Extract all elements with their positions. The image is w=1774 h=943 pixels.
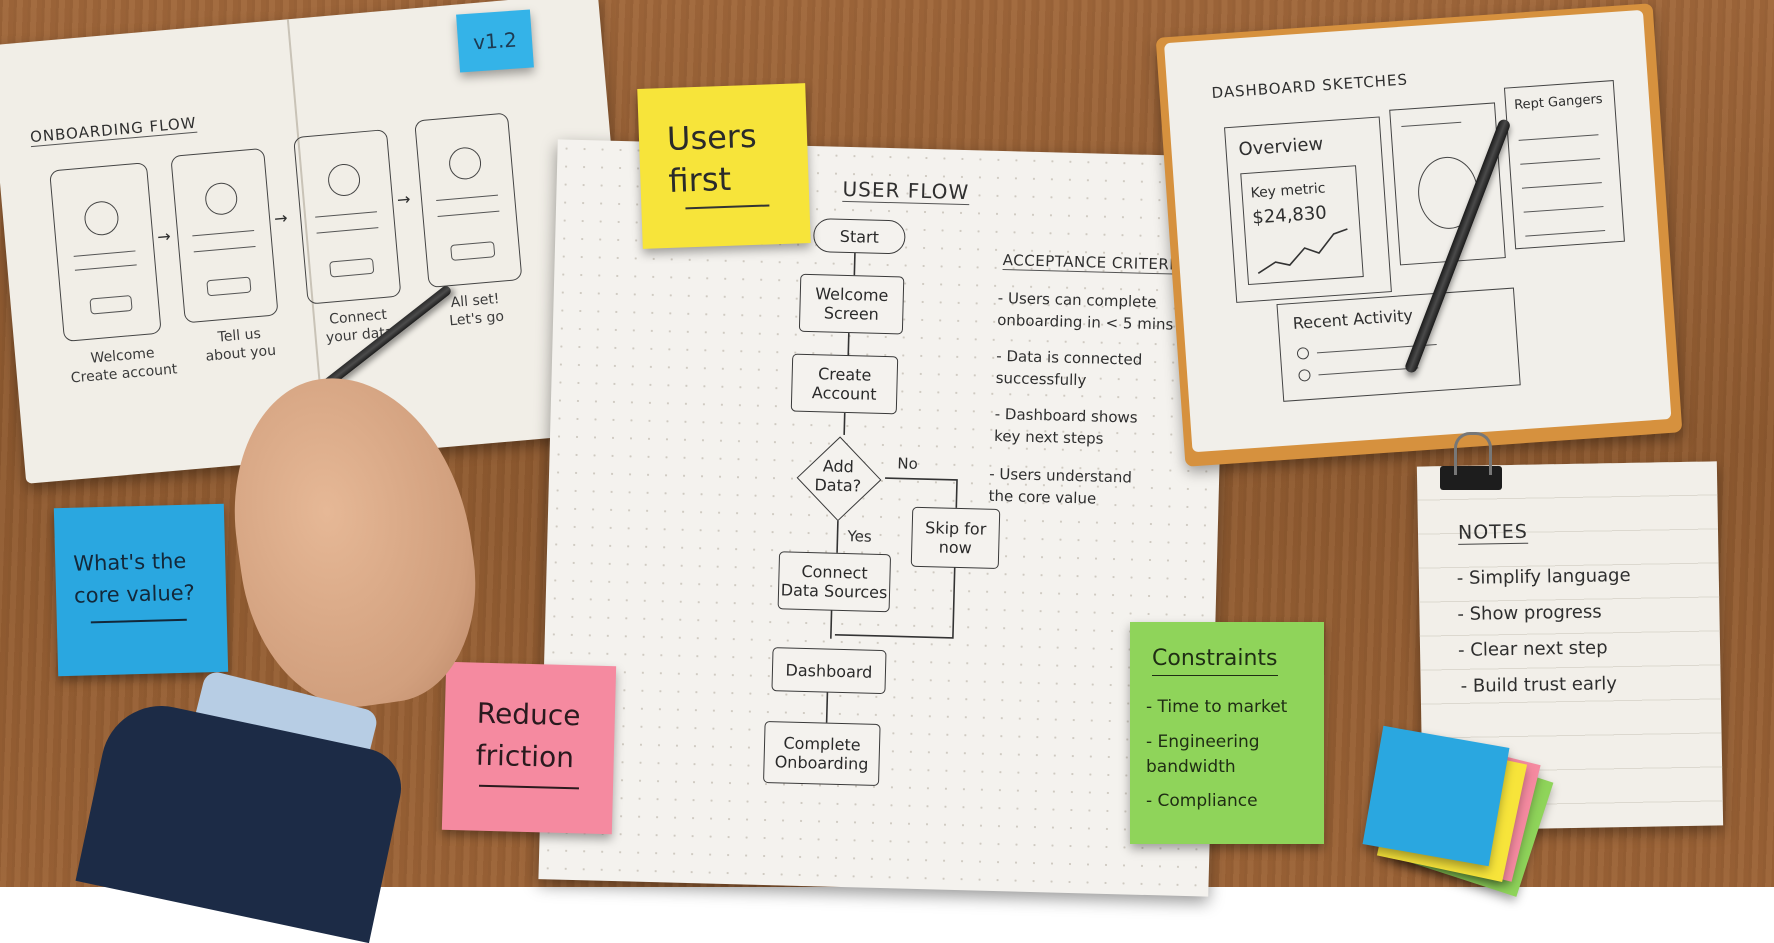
notes-title: NOTES xyxy=(1457,520,1529,545)
sketch-button xyxy=(206,276,252,297)
flow-node-complete: Complete Onboarding xyxy=(763,720,881,786)
avatar-icon xyxy=(326,162,362,198)
activity-bullet-icon xyxy=(1296,346,1310,360)
phone-sketch-welcome xyxy=(49,162,162,342)
constraint-item: - Compliance xyxy=(1146,791,1258,811)
phone-sketch-profile xyxy=(170,147,279,324)
notes-item: - Clear next step xyxy=(1457,637,1608,661)
flow-node-start: Start xyxy=(812,218,906,255)
key-metric-label: Key metric xyxy=(1250,180,1327,202)
chart-panel xyxy=(1389,102,1506,266)
avatar-icon xyxy=(447,146,483,181)
acceptance-item: - Users understand the core value xyxy=(988,464,1133,508)
version-tag-label: v1.2 xyxy=(472,27,518,55)
phone-sketch-connect xyxy=(293,129,402,305)
sketch-line xyxy=(193,245,256,253)
binder-clip-wire xyxy=(1454,432,1492,475)
onboarding-flow-title: ONBOARDING FLOW xyxy=(29,113,198,148)
sticky-pad-blue xyxy=(1362,725,1510,867)
sketch-line xyxy=(316,227,379,234)
user-flow-sheet: USER FLOW Start Welcome Screen Create Ac… xyxy=(538,139,1228,897)
acceptance-item: - Dashboard shows key next steps xyxy=(993,404,1138,448)
acceptance-item: - Data is connected successfully xyxy=(995,346,1143,390)
sticky-constraints: Constraints - Time to market - Engineeri… xyxy=(1130,622,1324,844)
overview-panel: Overview Key metric $24,830 xyxy=(1224,116,1392,303)
sticky-core-value-text: What's the core value? xyxy=(72,548,196,608)
arrow-icon: → xyxy=(156,226,172,247)
checkbox-row xyxy=(1522,196,1604,213)
constraint-item: - Time to market xyxy=(1146,697,1288,717)
notes-item: - Show progress xyxy=(1457,601,1602,625)
sketch-button xyxy=(329,257,375,278)
constraints-title: Constraints xyxy=(1152,646,1278,676)
sketch-line xyxy=(1401,121,1462,127)
no-branch-label: No xyxy=(897,454,919,473)
sketch-button xyxy=(450,241,496,261)
checklist-panel: Rept Gangers xyxy=(1503,80,1625,250)
dashboard-page: DASHBOARD SKETCHES Overview Key metric $… xyxy=(1164,9,1672,453)
sketch-line xyxy=(1318,367,1419,376)
avatar-icon xyxy=(203,181,239,217)
trend-line-icon xyxy=(1257,228,1348,274)
flow-node-connect-data: Connect Data Sources xyxy=(777,551,892,613)
flow-node-dashboard: Dashboard xyxy=(771,647,887,695)
screen-caption: Tell us about you xyxy=(204,325,277,365)
decision-label: Add Data? xyxy=(814,456,862,496)
notes-item: - Build trust early xyxy=(1460,673,1618,697)
underline xyxy=(90,618,187,624)
overview-title: Overview xyxy=(1237,133,1324,161)
sticky-reduce-friction-text: Reduce friction xyxy=(475,696,581,775)
sketch-line xyxy=(436,194,499,202)
acceptance-item: - Users can complete onboarding in < 5 m… xyxy=(996,288,1174,334)
dashboard-notebook: DASHBOARD SKETCHES Overview Key metric $… xyxy=(1155,3,1683,467)
phone-sketch-done xyxy=(414,112,523,289)
checkbox-row xyxy=(1519,148,1601,165)
sticky-users-first: Users first xyxy=(637,83,811,249)
sketch-button xyxy=(89,294,133,315)
checkbox-row xyxy=(1524,220,1606,237)
sketch-line xyxy=(192,230,255,237)
notes-item: - Simplify language xyxy=(1456,564,1631,589)
sticky-reduce-friction: Reduce friction xyxy=(441,661,617,835)
flow-node-create-account: Create Account xyxy=(790,353,899,415)
key-metric-value: $24,830 xyxy=(1251,202,1328,229)
avatar-icon xyxy=(83,199,120,237)
sticky-core-value: What's the core value? xyxy=(53,503,229,677)
dashboard-sketches-title: DASHBOARD SKETCHES xyxy=(1210,70,1409,103)
recent-activity-panel: Recent Activity xyxy=(1276,287,1521,402)
sketch-line xyxy=(73,250,136,257)
flow-node-decision: Add Data? xyxy=(796,436,882,522)
sketch-line xyxy=(315,211,378,218)
flow-node-skip: Skip for now xyxy=(910,506,1001,570)
arrow-icon: → xyxy=(396,189,412,210)
underline xyxy=(478,784,579,790)
screen-caption: Welcome Create account xyxy=(70,345,178,387)
activity-bullet-icon xyxy=(1298,368,1311,382)
sticky-users-first-text: Users first xyxy=(666,116,758,200)
underline xyxy=(685,204,770,210)
yes-branch-label: Yes xyxy=(847,527,872,546)
key-metric-card: Key metric $24,830 xyxy=(1240,165,1364,286)
constraint-item: - Engineering bandwidth xyxy=(1146,732,1260,777)
flow-connectors xyxy=(825,251,958,723)
recent-activity-title: Recent Activity xyxy=(1292,305,1414,333)
sketch-line xyxy=(437,210,500,217)
sketch-line xyxy=(74,264,137,271)
version-tag: v1.2 xyxy=(456,9,534,73)
checklist-title: Rept Gangers xyxy=(1513,91,1604,114)
checkbox-row xyxy=(1517,124,1599,141)
arrow-icon: → xyxy=(273,208,289,229)
checkbox-row xyxy=(1521,172,1602,189)
flow-node-welcome: Welcome Screen xyxy=(798,273,905,335)
